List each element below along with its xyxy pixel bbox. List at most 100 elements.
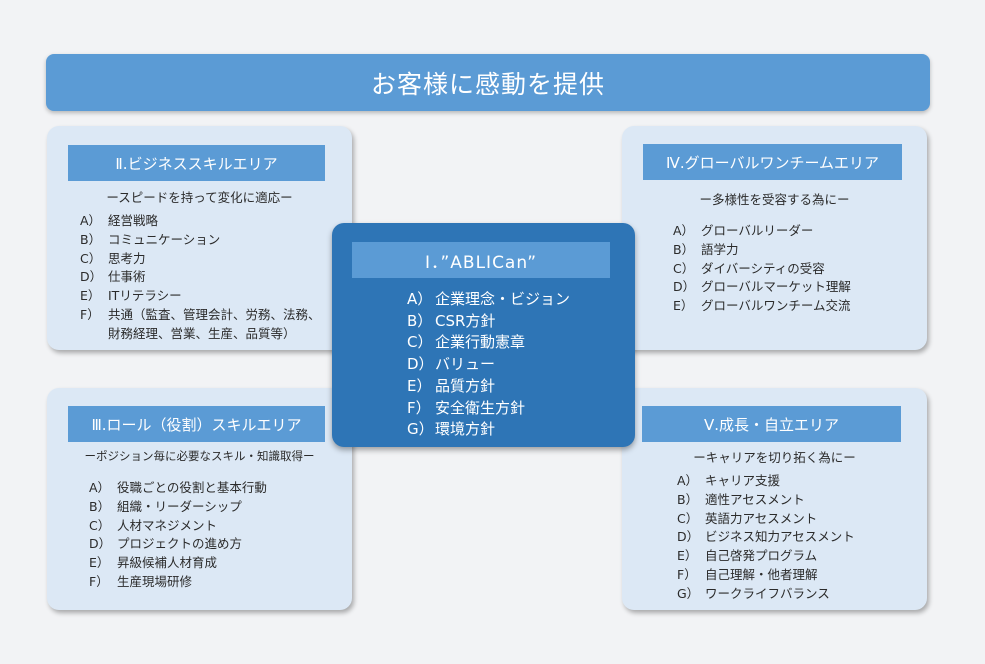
list-item-marker: B） <box>80 231 102 247</box>
list-item: E）昇級候補人材育成 <box>89 554 267 573</box>
list-item-text: グローバルリーダー <box>701 223 814 238</box>
list-item-marker: D） <box>89 536 112 552</box>
card-title: Ⅲ.ロール（役割）スキルエリア <box>68 406 325 442</box>
list-item-text: 役職ごとの役割と基本行動 <box>117 480 267 495</box>
list-item-marker: D） <box>407 355 434 374</box>
list-item-text: プロジェクトの進め方 <box>117 536 243 552</box>
list-item-marker: C） <box>89 517 111 533</box>
list-item-text: 環境方針 <box>435 420 496 439</box>
list-item-text: 企業理念・ビジョン <box>435 290 571 308</box>
list-item-marker: A） <box>677 473 699 488</box>
list-item-marker: C） <box>80 250 102 266</box>
list-item-text: ダイバーシティの受容 <box>701 260 825 276</box>
list-item: A） 役職ごとの役割と基本行動 <box>89 479 267 498</box>
list-item: G）環境方針 <box>407 419 570 441</box>
list-item: B） 組織・リーダーシップ <box>89 498 267 517</box>
list-item: E） グローバルワンチーム交流 <box>673 297 851 316</box>
list-item: B） コミュニケーション <box>80 231 321 250</box>
card-title: Ⅱ.ビジネススキルエリア <box>68 145 325 181</box>
list-item-text: グローバルワンチーム交流 <box>701 298 851 314</box>
list-item: G） ワークライフバランス <box>677 585 855 604</box>
list-item-marker: C） <box>677 510 699 526</box>
list-item-marker: C） <box>673 260 695 276</box>
list-item-marker: A） <box>80 213 102 228</box>
card-subtitle: ースピードを持って変化に適応ー <box>106 190 293 205</box>
list-item: B） 語学力 <box>673 241 851 260</box>
list-item-marker: A） <box>407 290 433 308</box>
list-item-text: 企業行動憲章 <box>435 333 526 352</box>
list-item-text: 英語力アセスメント <box>705 510 818 526</box>
list-item: B）CSR方針 <box>407 311 570 333</box>
list-item-marker: D） <box>80 269 103 285</box>
list-item: E） ITリテラシー <box>80 287 321 306</box>
list-item: F） 自己理解・他者理解 <box>677 566 855 585</box>
list-item-text: 仕事術 <box>108 269 146 285</box>
list-item-text: 思考力 <box>108 250 146 266</box>
list-item: A）経営戦略 <box>80 212 321 231</box>
list-item-marker <box>80 325 108 344</box>
list-item-text: 自己啓発プログラム <box>705 548 818 564</box>
list-item-text: 財務経理、営業、生産、品質等） <box>108 325 296 341</box>
list-item-marker: C） <box>407 333 433 352</box>
list-item-text: コミュニケーション <box>108 231 221 247</box>
list-item: A）企業理念・ビジョン <box>407 289 570 311</box>
list-item-text: 生産現場研修 <box>117 573 193 589</box>
list-item: C）人材マネジメント <box>89 517 267 536</box>
card-title: Ⅴ.成長・自立エリア <box>642 406 901 442</box>
card-growth-independence: Ⅴ.成長・自立エリア ーキャリアを切り拓く為にー A） キャリア支援 B） 適性アセス… <box>622 388 927 610</box>
list-item-text: ワークライフバランス <box>705 585 830 601</box>
list-item-marker: G） <box>677 585 700 601</box>
list-item-text: 自己理解・他者理解 <box>705 566 818 582</box>
list-item-text: ビジネス知力アセスメント <box>705 529 855 545</box>
card-subtitle: ーキャリアを切り拓く為にー <box>693 450 856 465</box>
list-item-marker: G） <box>407 420 434 439</box>
list-item-marker: E） <box>673 298 694 314</box>
list-item: C） 思考力 <box>80 250 321 269</box>
list-item-marker: B） <box>89 498 111 514</box>
list-item-marker: E） <box>89 555 110 571</box>
list-item: E） 自己啓発プログラム <box>677 547 855 566</box>
list-item-marker: B） <box>407 311 433 330</box>
list-item-text: キャリア支援 <box>705 473 781 488</box>
list-item-text: 品質方針 <box>435 376 496 395</box>
center-title: Ⅰ．”ABLICan” <box>352 242 610 278</box>
list-item: F）共通（監査、管理会計、労務、法務、 <box>80 306 321 325</box>
banner-title: お客様に感動を提供 <box>370 69 605 99</box>
list-item-marker: F） <box>80 306 100 322</box>
list-item: E）品質方針 <box>407 376 570 398</box>
list-item-text: ITリテラシー <box>108 288 182 304</box>
list-item: A） グローバルリーダー <box>673 222 851 241</box>
card-title: Ⅳ.グローバルワンチームエリア <box>643 144 902 180</box>
list-item-marker: E） <box>407 376 432 395</box>
list-item-marker: F） <box>677 566 697 582</box>
list-item: D） 仕事術 <box>80 268 321 287</box>
list-item-marker: B） <box>677 491 699 507</box>
list-item-marker: A） <box>89 480 111 495</box>
list-item-text: 適性アセスメント <box>705 491 805 507</box>
card-global-one-team: Ⅳ.グローバルワンチームエリア ー多様性を受容する為にー A）グローバルリーダー… <box>622 126 927 350</box>
list-item: D） グローバルマーケット理解 <box>673 278 851 297</box>
list-item-marker: A） <box>673 223 695 238</box>
list-item-marker: D） <box>673 279 696 295</box>
list-item: B） 適性アセスメント <box>677 491 855 510</box>
card-role-skill: Ⅲ.ロール（役割）スキルエリア ーポジション毎に必要なスキル・知識取得ー A） 役… <box>47 388 352 610</box>
list-item-text: 語学力 <box>701 241 739 257</box>
list-item-marker: B） <box>673 241 695 257</box>
list-item-marker: F） <box>407 398 431 417</box>
list-item-text: 組織・リーダーシップ <box>117 498 242 514</box>
card-item-list: A） グローバルリーダー B） 語学力 C） ダイバーシティの受容 D） グローバルマーケット… <box>673 222 851 316</box>
list-item-marker: E） <box>677 548 698 564</box>
list-item: 財務経理、営業、生産、品質等） <box>80 325 321 344</box>
list-item: D）ビジネス知力アセスメント <box>677 528 855 547</box>
list-item-text: グローバルマーケット理解 <box>701 279 851 295</box>
list-item: D） プロジェクトの進め方 <box>89 535 267 554</box>
list-item: C）企業行動憲章 <box>407 332 570 354</box>
list-item-marker: E） <box>80 288 101 304</box>
card-subtitle: ーポジション毎に必要なスキル・知識取得ー <box>84 449 315 463</box>
list-item-text: バリュー <box>435 355 496 374</box>
list-item-text: CSR方針 <box>435 311 496 330</box>
